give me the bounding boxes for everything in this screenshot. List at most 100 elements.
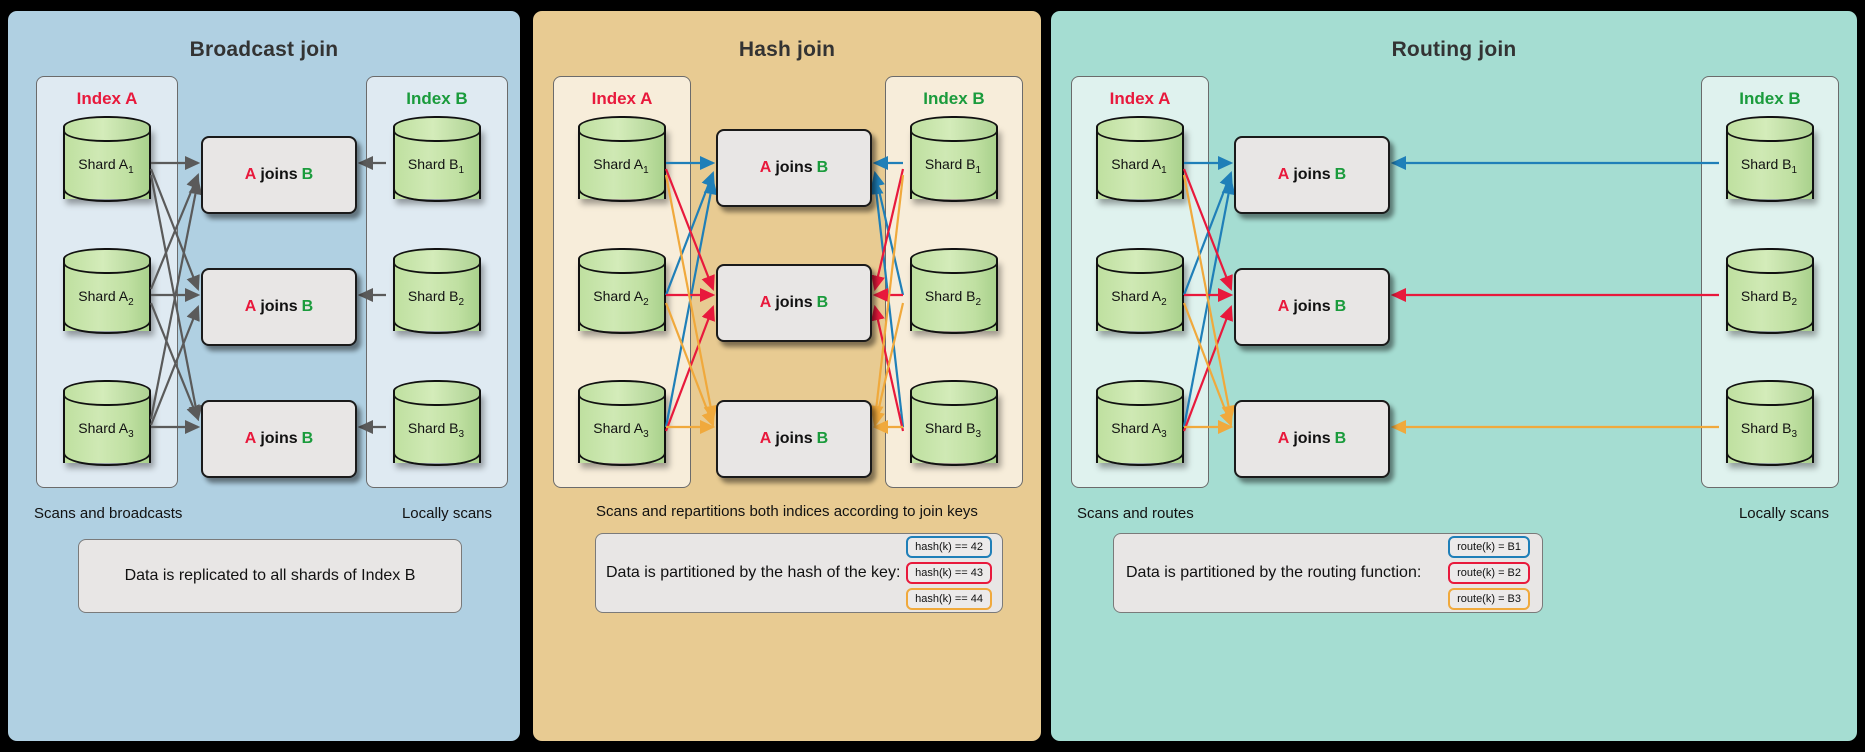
panel-broadcast-join: Broadcast join Index A Index B Shard A1 … [8, 11, 520, 741]
shard-a2-label: Shard A2 [593, 288, 649, 308]
join-label-b: B [816, 159, 829, 176]
join-label-b: B [816, 430, 829, 447]
shard-a3: Shard A3 [63, 380, 151, 474]
join-label-a: A [759, 159, 772, 176]
join-label-mid: joins [1293, 430, 1331, 447]
cylinder-top [1096, 116, 1184, 142]
shard-b1: Shard B1 [1726, 116, 1814, 210]
index-a-label: Index A [1109, 89, 1171, 108]
join-label-mid: joins [260, 166, 298, 183]
shard-a3: Shard A3 [1096, 380, 1184, 474]
panel-title-routing: Routing join [1391, 38, 1517, 61]
join-label-mid: joins [775, 159, 813, 176]
shard-a1: Shard A1 [578, 116, 666, 210]
join-label-a: A [1277, 166, 1290, 183]
join-label-b: B [301, 166, 314, 183]
shard-b1-label: Shard B1 [924, 156, 982, 176]
shard-b3-label: Shard B3 [407, 420, 465, 440]
cylinder-bottom [1726, 176, 1814, 202]
shard-b3: Shard B3 [393, 380, 481, 474]
shard-a1-label: Shard A1 [78, 156, 134, 176]
caption-right: Locally scans [401, 505, 492, 522]
join-label-a: A [244, 166, 257, 183]
cylinder-bottom [578, 176, 666, 202]
cylinder-top [578, 248, 666, 274]
caption-right: Locally scans [1738, 505, 1829, 522]
badge-list: hash(k) == 42 hash(k) == 43 hash(k) == 4… [906, 536, 992, 610]
shard-a2: Shard A2 [63, 248, 151, 342]
caption-left: Scans and routes [1077, 505, 1194, 522]
shard-b2: Shard B2 [1726, 248, 1814, 342]
shard-b1: Shard B1 [393, 116, 481, 210]
join-label-b: B [816, 294, 829, 311]
note-text: Data is partitioned by the routing funct… [1126, 564, 1422, 581]
index-a-label: Index A [591, 89, 653, 108]
shard-b2-label: Shard B2 [407, 288, 465, 308]
badge-hash-42: hash(k) == 42 [906, 536, 992, 558]
join-label-a: A [244, 298, 257, 315]
shard-b2: Shard B2 [393, 248, 481, 342]
panel-routing-join: Routing join Index A Index B Shard A1 Sh… [1051, 11, 1857, 741]
join-label-mid: joins [1293, 166, 1331, 183]
cylinder-top [393, 248, 481, 274]
shard-a1-label: Shard A1 [593, 156, 649, 176]
shard-b1: Shard B1 [910, 116, 998, 210]
badge-route-b3: route(k) = B3 [1448, 588, 1530, 610]
cylinder-bottom [63, 440, 151, 466]
join-label-b: B [1334, 298, 1347, 315]
badge-list: route(k) = B1 route(k) = B2 route(k) = B… [1448, 536, 1530, 610]
cylinder-bottom [1726, 308, 1814, 334]
badge-hash-44: hash(k) == 44 [906, 588, 992, 610]
join-label-a: A [759, 294, 772, 311]
shard-b2: Shard B2 [910, 248, 998, 342]
cylinder-bottom [1726, 440, 1814, 466]
cylinder-bottom [63, 176, 151, 202]
cylinder-top [63, 248, 151, 274]
cylinder-top [910, 248, 998, 274]
shard-a3-label: Shard A3 [1111, 420, 1167, 440]
cylinder-bottom [393, 308, 481, 334]
panel-title-hash: Hash join [738, 38, 836, 61]
cylinder-top [1726, 116, 1814, 142]
index-b-label: Index B [1739, 89, 1801, 108]
shard-b3: Shard B3 [910, 380, 998, 474]
panel-title-broadcast: Broadcast join [189, 38, 339, 61]
panel-hash-join: Hash join Index A Index B Shard A1 Shard… [533, 11, 1041, 741]
shard-b2-label: Shard B2 [1740, 288, 1798, 308]
join-label-mid: joins [260, 298, 298, 315]
cylinder-top [910, 116, 998, 142]
shard-b3-label: Shard B3 [1740, 420, 1798, 440]
cylinder-bottom [393, 176, 481, 202]
cylinder-bottom [1096, 308, 1184, 334]
cylinder-bottom [910, 308, 998, 334]
note-text: Data is partitioned by the hash of the k… [606, 564, 901, 581]
join-label-mid: joins [260, 430, 298, 447]
shard-b3: Shard B3 [1726, 380, 1814, 474]
cylinder-bottom [578, 440, 666, 466]
join-label-a: A [759, 430, 772, 447]
shard-b1-label: Shard B1 [1740, 156, 1798, 176]
cylinder-top [1096, 248, 1184, 274]
join-label-b: B [301, 430, 314, 447]
shard-a3-label: Shard A3 [593, 420, 649, 440]
caption-left: Scans and broadcasts [34, 505, 183, 522]
note-box-broadcast: Data is replicated to all shards of Inde… [78, 539, 462, 613]
shard-a2-label: Shard A2 [78, 288, 134, 308]
join-label-mid: joins [1293, 298, 1331, 315]
shard-a1: Shard A1 [63, 116, 151, 210]
badge-route-b2: route(k) = B2 [1448, 562, 1530, 584]
cylinder-top [578, 116, 666, 142]
shard-b2-label: Shard B2 [924, 288, 982, 308]
cylinder-bottom [393, 440, 481, 466]
note-text: Data is replicated to all shards of Inde… [124, 567, 416, 584]
shard-a3-label: Shard A3 [78, 420, 134, 440]
note-box-hash: Data is partitioned by the hash of the k… [595, 533, 1003, 613]
